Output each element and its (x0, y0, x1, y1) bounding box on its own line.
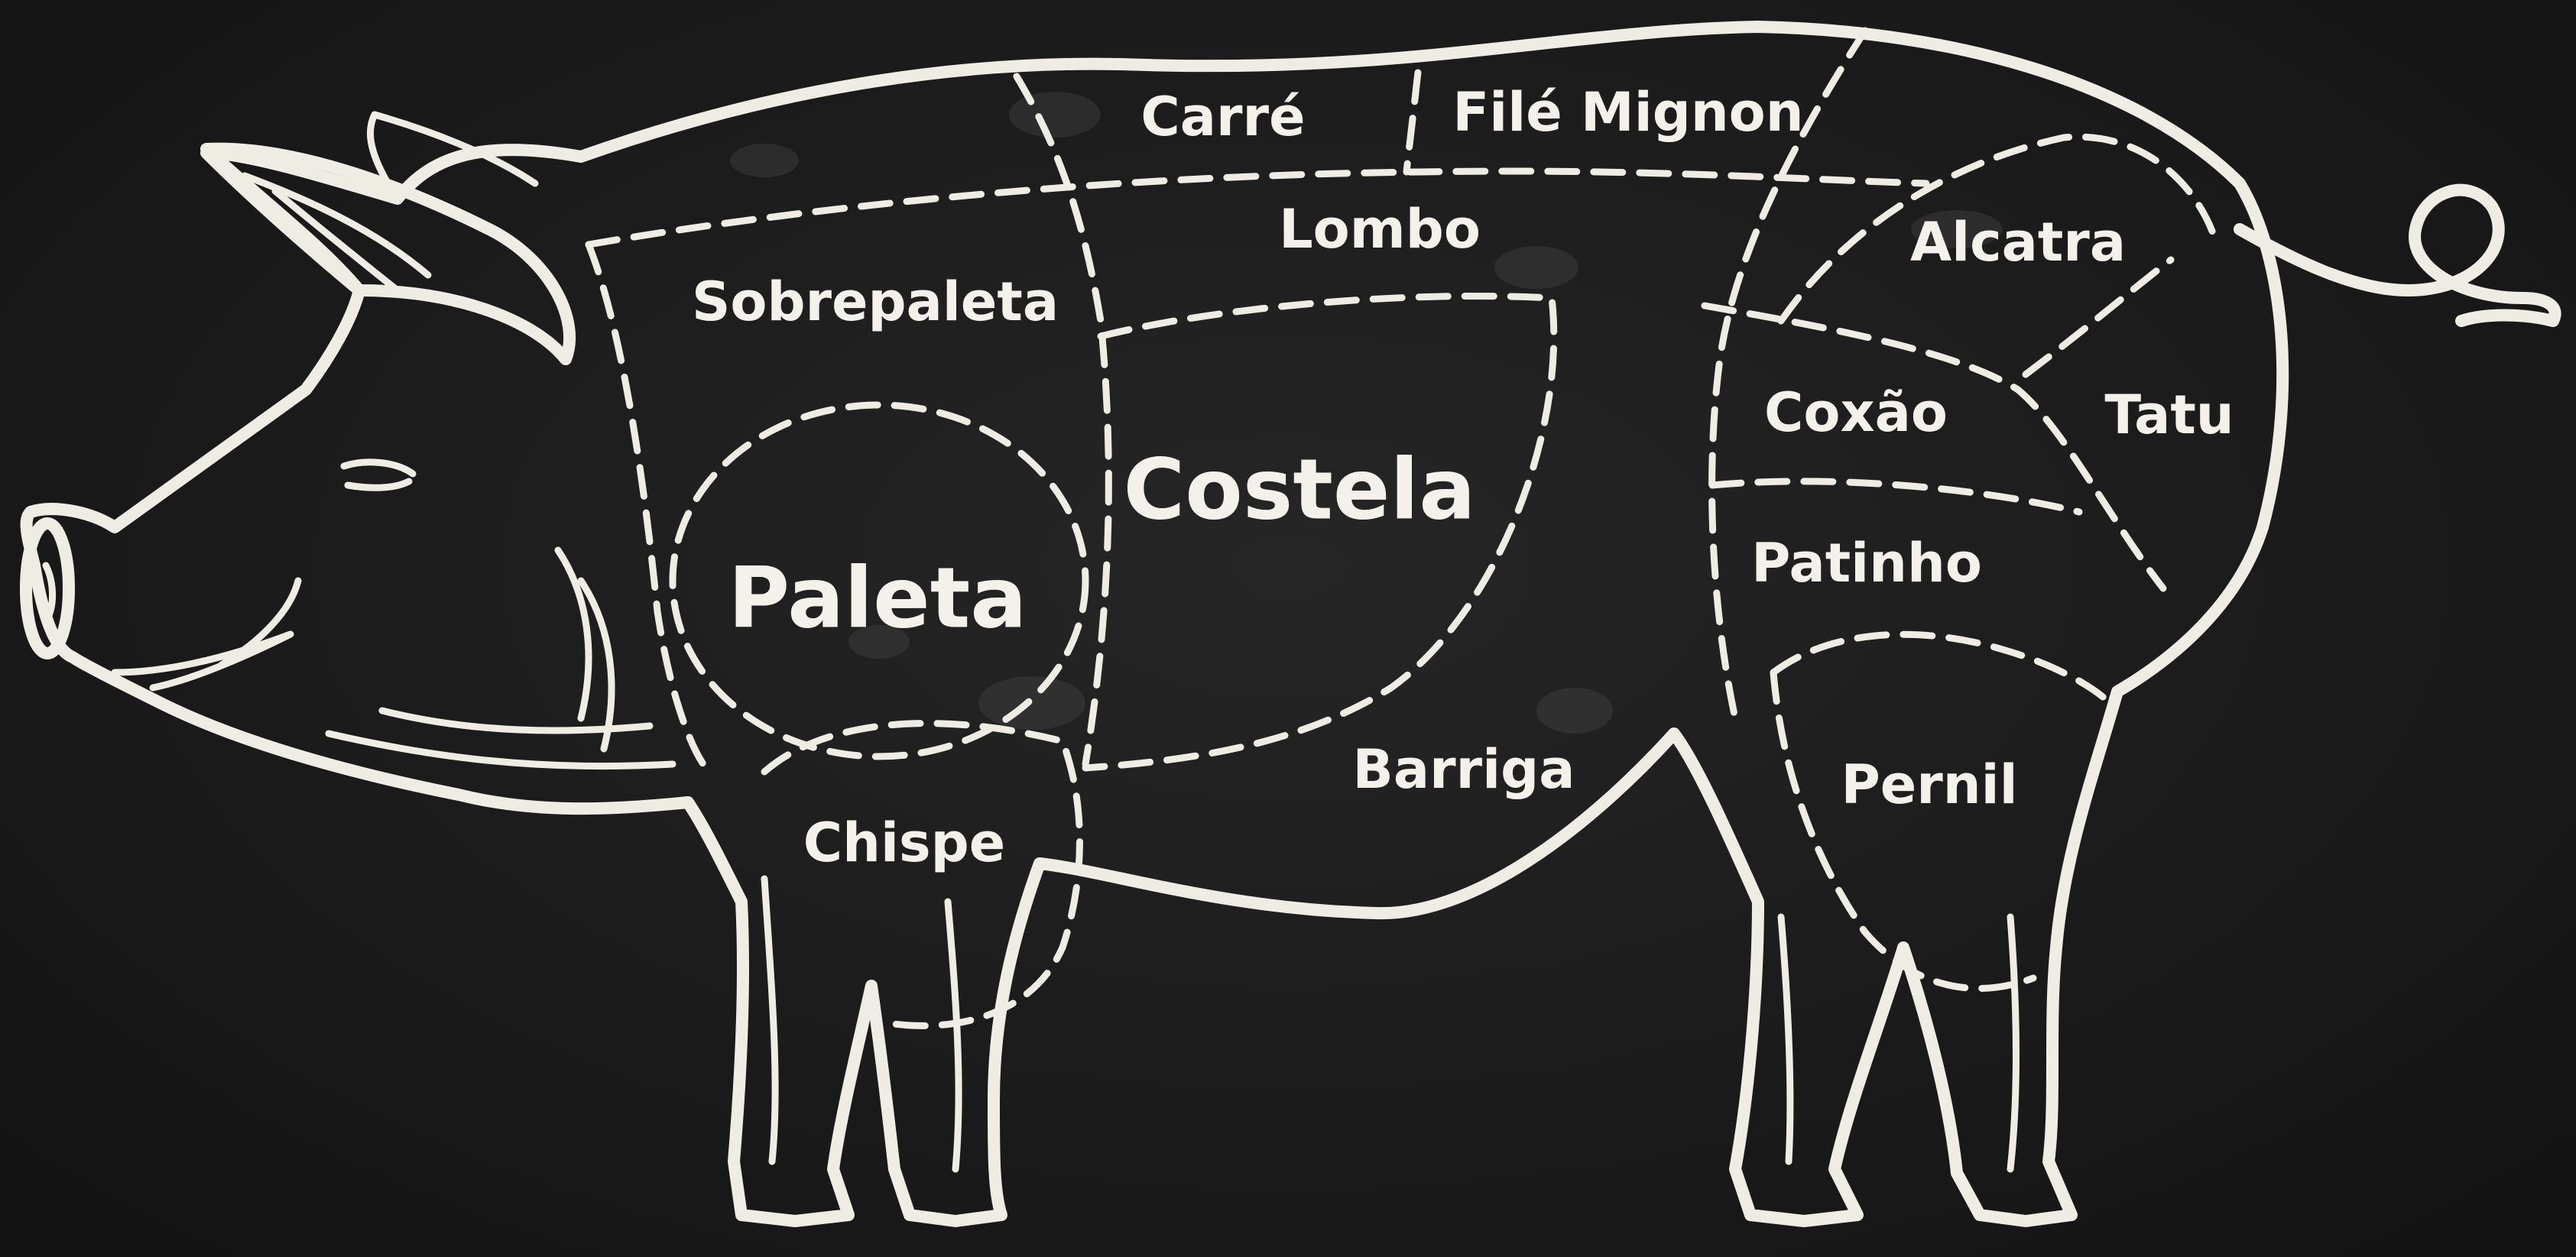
label-carre: Carré (1140, 86, 1305, 148)
label-pernil: Pernil (1841, 753, 2017, 816)
label-alcatra: Alcatra (1910, 211, 2126, 274)
label-file-mignon: Filé Mignon (1452, 81, 1803, 144)
pig-tail (2240, 190, 2555, 321)
pig-mouth (115, 634, 290, 688)
label-lombo: Lombo (1279, 198, 1481, 261)
label-paleta: Paleta (728, 549, 1027, 646)
pig-neck-folds (558, 550, 612, 749)
label-chispe: Chispe (803, 812, 1005, 874)
label-tatu: Tatu (2104, 384, 2234, 446)
label-sobrepaleta: Sobrepaleta (692, 271, 1059, 333)
label-patinho: Patinho (1751, 532, 1982, 594)
pig-body-outline (27, 27, 2283, 1221)
pig-jowl (329, 711, 673, 766)
label-costela: Costela (1124, 440, 1476, 538)
label-coxao: Coxão (1764, 381, 1948, 444)
label-barriga: Barriga (1353, 738, 1575, 801)
pig-eye (344, 462, 413, 488)
